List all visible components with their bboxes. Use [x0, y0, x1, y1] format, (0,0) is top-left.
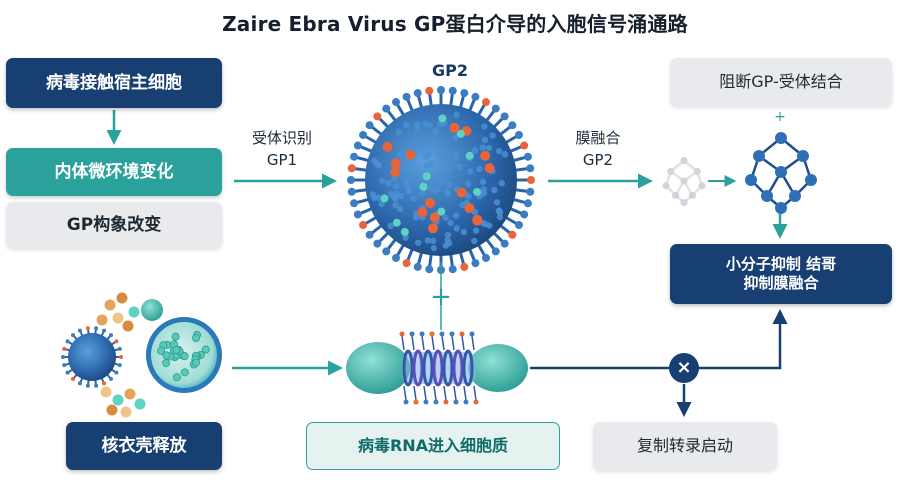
- vesicle-icon: [146, 317, 222, 393]
- arrow-rna-to-inhibitor: [530, 309, 788, 370]
- box-nucleocapsid-release: 核衣壳释放: [66, 422, 222, 470]
- label-gp2-top: GP2: [432, 61, 468, 80]
- block-x-icon: ×: [676, 357, 692, 378]
- teal-sphere-icon: [141, 299, 163, 321]
- label-gp2-fusion: GP2: [582, 151, 614, 169]
- small-virus-icon: [61, 326, 123, 388]
- diagram-title: Zaire Ebra Virus GP蛋白介导的入胞信号涌通路: [222, 12, 688, 36]
- label-gp1: GP1: [266, 151, 298, 169]
- box-virus-contact: 病毒接触宿主细胞: [6, 58, 222, 108]
- box-small-molecule-inhibitor: 小分子抑制 结哥 抑制膜融合: [670, 244, 892, 304]
- fusion-complex-icon: [346, 331, 528, 405]
- box-endosome-change: 内体微环境变化: [6, 148, 222, 196]
- molecule-icon: [745, 132, 817, 214]
- label-membrane-fusion: 膜融合: [575, 129, 621, 147]
- plus-sign-small: +: [774, 109, 786, 125]
- box-gp-conformation: GP构象改变: [6, 202, 222, 248]
- plus-sign: +: [430, 282, 452, 312]
- molecule-faded-icon: [662, 157, 706, 207]
- box-replication-start: 复制转录启动: [593, 422, 777, 470]
- virus-particle-icon: [347, 86, 535, 274]
- particles-cluster-icon: [96, 292, 146, 418]
- label-receptor-recognition: 受体识别: [251, 129, 312, 147]
- block-circle: [669, 353, 699, 383]
- box-rna-entry: 病毒RNA进入细胞质: [306, 422, 560, 470]
- box-block-binding: 阻断GP-受体结合: [670, 58, 892, 106]
